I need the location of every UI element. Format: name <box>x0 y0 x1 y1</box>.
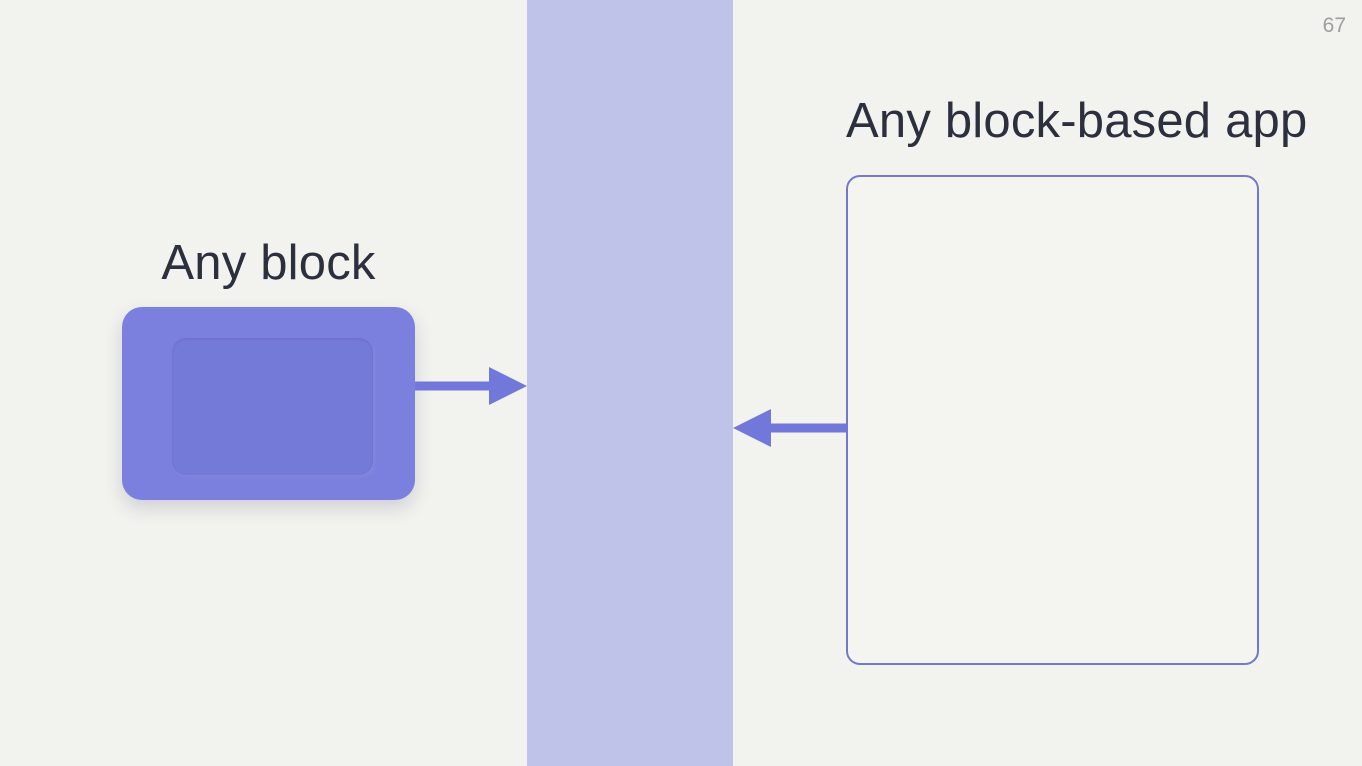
any-block-based-app-title: Any block-based app <box>846 94 1308 148</box>
arrow-right-icon <box>415 367 527 405</box>
center-band <box>527 0 733 766</box>
arrow-left-icon <box>733 409 846 447</box>
app-outline-box <box>846 175 1259 665</box>
any-block-title: Any block <box>161 236 376 290</box>
any-block-shape <box>122 307 415 500</box>
page-number: 67 <box>1322 14 1346 37</box>
any-block-inner-shape <box>172 338 373 475</box>
